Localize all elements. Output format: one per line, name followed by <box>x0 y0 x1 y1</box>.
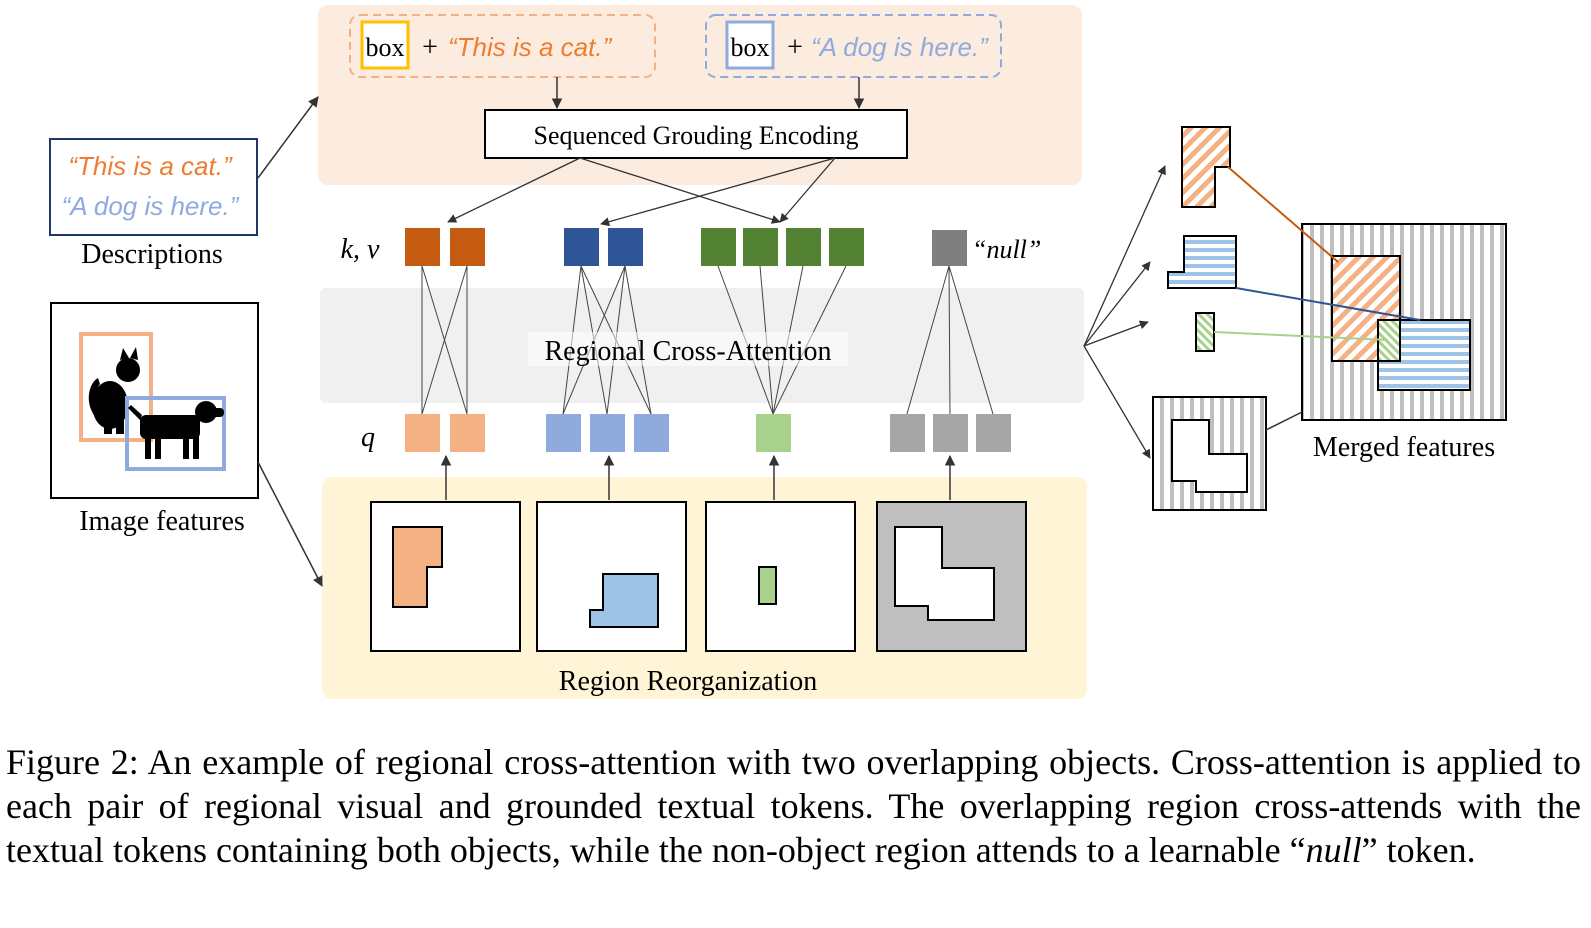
encoder-label: Sequenced Grouding Encoding <box>534 121 859 150</box>
dog-to-merged-connector <box>1235 287 1421 321</box>
descriptions-label: Descriptions <box>81 239 223 270</box>
figure-diagram: “This is a cat.” “A dog is here.” Descri… <box>49 5 1507 699</box>
q-cat-token <box>450 414 485 452</box>
q-null-token <box>890 414 925 452</box>
arrow-image-to-reorganization <box>257 461 323 587</box>
cat-prompt-box <box>349 14 656 78</box>
q-cat-token <box>405 414 440 452</box>
arrow-to-dog-feature <box>1083 261 1151 347</box>
q-label: q <box>361 422 375 453</box>
image-features-label: Image features <box>79 506 245 537</box>
dog-box-word: box <box>731 33 770 62</box>
q-dog-token <box>590 414 625 452</box>
dog-prompt-text: “A dog is here.” <box>811 32 989 62</box>
null-region-shape <box>894 526 995 621</box>
encoder-box <box>484 109 908 159</box>
arrow-encoder-to-overlap-kv-a <box>579 157 781 224</box>
kv-dog-token <box>608 228 643 266</box>
arrow-to-null-feature <box>1083 345 1151 459</box>
dog-silhouette-icon <box>128 401 224 459</box>
kv-overlap-token <box>786 228 821 266</box>
null-feature-hole <box>1171 419 1248 493</box>
kv-overlap-token <box>829 228 864 266</box>
q-dog-token <box>546 414 581 452</box>
arrow-encoder-to-dog-kv <box>600 157 836 227</box>
reorganization-label: Region Reorganization <box>559 666 817 697</box>
cat-to-merged-connector <box>1227 166 1339 263</box>
kv-null-token <box>932 230 967 266</box>
kv-cat-token <box>405 228 440 266</box>
merged-features-label: Merged features <box>1313 432 1495 463</box>
null-label: “null” <box>972 235 1041 264</box>
overlap-region-panel <box>705 501 856 652</box>
q-overlap-token <box>756 414 791 452</box>
kv-overlap-token <box>701 228 736 266</box>
figure-caption: Figure 2: An example of regional cross-a… <box>6 740 1581 872</box>
arrow-to-cat-feature <box>1083 165 1166 347</box>
cat-region-shape <box>392 526 443 608</box>
arrow-to-overlap-feature <box>1083 320 1149 347</box>
kv-overlap-token <box>743 228 778 266</box>
arrow-encoder-to-overlap-kv-b <box>779 157 836 223</box>
attention-label: Regional Cross-Attention <box>545 336 832 367</box>
cat-box-token <box>360 20 410 70</box>
kv-dog-token <box>564 228 599 266</box>
caption-null-word: null <box>1305 830 1362 870</box>
dog-box-token <box>725 20 775 70</box>
cat-feature-piece <box>1181 126 1231 208</box>
arrow-descriptions-to-prompts <box>257 96 319 179</box>
cat-box-word: box <box>366 33 405 62</box>
overlap-region-shape <box>758 566 777 605</box>
caption-text-part2: ” token. <box>1361 830 1476 870</box>
caption-text-part1: Figure 2: An example of regional cross-a… <box>6 742 1581 870</box>
dog-plus: + <box>787 32 803 63</box>
cat-bbox <box>79 332 153 442</box>
dog-bbox <box>125 396 226 471</box>
kv-cat-token <box>450 228 485 266</box>
q-null-token <box>933 414 968 452</box>
merged-to-null-connector <box>1265 411 1303 431</box>
overlap-feature-piece <box>1195 312 1215 352</box>
overlap-to-merged-connector <box>1213 331 1389 341</box>
attention-label-bg <box>528 332 848 366</box>
dog-feature-piece <box>1167 235 1237 289</box>
dog-region-shape <box>589 573 659 628</box>
dog-prompt-box <box>705 14 1002 78</box>
description-dog: “A dog is here.” <box>62 191 240 221</box>
descriptions-box <box>49 138 258 236</box>
description-cat: “This is a cat.” <box>68 151 233 181</box>
cat-prompt-text: “This is a cat.” <box>448 32 613 62</box>
arrow-encoder-to-cat-kv <box>447 157 581 223</box>
cat-plus: + <box>422 32 438 63</box>
kv-label: k, v <box>341 234 380 265</box>
q-null-token <box>976 414 1011 452</box>
q-dog-token <box>634 414 669 452</box>
cat-silhouette-icon <box>88 347 140 434</box>
